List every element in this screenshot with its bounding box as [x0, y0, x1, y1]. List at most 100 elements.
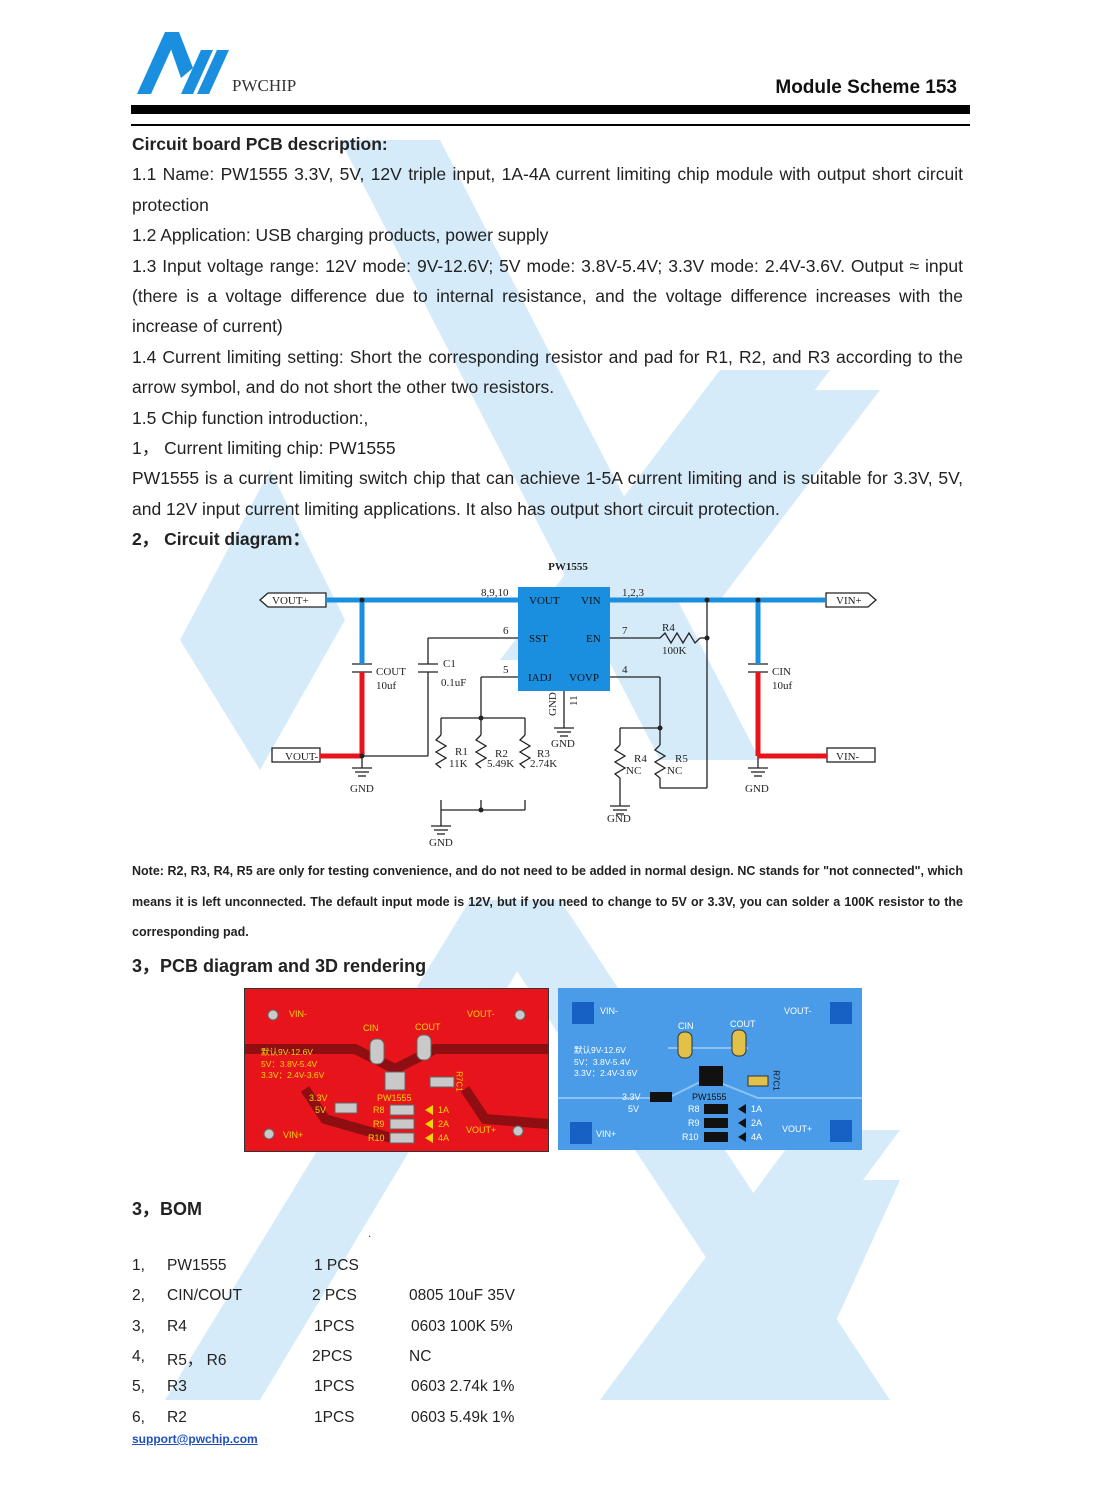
term-vin-pos: VIN+ — [836, 595, 862, 607]
header-divider-thick — [131, 105, 970, 114]
pinnum-en: 7 — [622, 625, 628, 637]
pcb-blue-vout-neg: VOUT- — [784, 1006, 812, 1016]
pcb-blue-chip: PW1555 — [692, 1092, 727, 1102]
circuit-diagram: PW1555 VOUT VIN SST EN IADJ VOVP GND 11 … — [259, 561, 877, 849]
bom-no: 6, — [132, 1409, 145, 1426]
header-divider-thin — [131, 124, 970, 126]
bom-part: R2 — [167, 1409, 187, 1426]
cin-label: CIN — [772, 666, 791, 678]
pcb-top-layer-image: VIN- VOUT- CIN COUT 默认9V-12.6V 5V：3.8V-5… — [244, 988, 549, 1152]
bom-no: 2, — [132, 1287, 145, 1304]
pcb-red-4a: 4A — [438, 1133, 450, 1143]
paragraph-application: 1.2 Application: USB charging products, … — [132, 225, 549, 246]
gnd-label-right: GND — [745, 783, 769, 795]
pcb-blue-vin-neg: VIN- — [600, 1006, 618, 1016]
section-description: Circuit board PCB description: 1.1 Name:… — [132, 129, 963, 555]
bom-part: R3 — [167, 1378, 187, 1395]
gnd-label-chip: GND — [551, 738, 575, 750]
cin-value: 10uf — [772, 680, 793, 692]
pinnum-vout: 8,9,10 — [481, 587, 509, 599]
pin-iadj: IADJ — [528, 672, 553, 684]
r2-value: 5.49K — [487, 758, 514, 770]
gnd-label-left: GND — [350, 783, 374, 795]
pcb-red-cin: CIN — [363, 1023, 379, 1033]
support-email-link[interactable]: support@pwchip.com — [132, 1432, 258, 1446]
pin-sst: SST — [529, 633, 548, 645]
paragraph-chip-desc: PW1555 is a current limiting switch chip… — [132, 468, 963, 519]
paragraph-chip-function: 1.5 Chip function introduction:, — [132, 407, 369, 428]
pwchip-logo-icon — [137, 32, 229, 94]
pcb-blue-s5: 5V — [628, 1104, 640, 1114]
bom-spec: 0805 10uF 35V — [409, 1287, 516, 1304]
page-title: Module Scheme 153 — [775, 77, 957, 98]
pcb-red-r9: R9 — [373, 1119, 385, 1129]
pin-gnd-num: 11 — [568, 695, 580, 706]
bom-part: PW1555 — [167, 1257, 227, 1274]
section-heading-bom: 3，BOM — [132, 1199, 203, 1219]
stray-dot: . — [368, 1226, 372, 1240]
pin-en: EN — [586, 633, 601, 645]
pcb-red-vout-pos: VOUT+ — [466, 1125, 497, 1135]
gnd-label-r1: GND — [429, 837, 453, 849]
bom-no: 3, — [132, 1318, 145, 1335]
c1-value: 0.1uF — [441, 677, 466, 689]
pcb-red-vin-pos: VIN+ — [283, 1130, 304, 1140]
pinnum-vin: 1,2,3 — [622, 587, 645, 599]
bom-spec: 0603 2.74k 1% — [411, 1378, 515, 1395]
r4-top-value: 100K — [662, 645, 687, 657]
r5-value: NC — [667, 765, 682, 777]
pcb-red-cout: COUT — [415, 1022, 441, 1032]
paragraph-name: 1.1 Name: PW1555 3.3V, 5V, 12V triple in… — [132, 164, 963, 215]
pcb-red-s33: 3.3V — [309, 1093, 328, 1103]
pcb-blue-r10: R10 — [682, 1132, 699, 1142]
bom-part: R4 — [167, 1318, 187, 1335]
r5-label: R5 — [675, 753, 688, 765]
paragraph-current-chip: 1， Current limiting chip: PW1555 — [132, 438, 396, 459]
pcb-red-1a: 1A — [438, 1105, 450, 1115]
bom-spec: NC — [409, 1348, 432, 1365]
brand-name: PWCHIP — [232, 76, 297, 95]
bom-spec: 0603 5.49k 1% — [411, 1409, 515, 1426]
paragraph-current-setting: 1.4 Current limiting setting: Short the … — [132, 346, 963, 398]
pcb-red-chip: PW1555 — [377, 1093, 412, 1103]
pcb-red-r10: R10 — [368, 1133, 385, 1143]
pcb-blue-s33: 3.3V — [622, 1092, 641, 1102]
schematic-chip-name: PW1555 — [548, 561, 588, 573]
pcb-blue-vin-pos: VIN+ — [596, 1129, 617, 1139]
pcb-red-s5: 5V — [315, 1105, 327, 1115]
pcb-blue-mode33: 3.3V：2.4V-3.6V — [574, 1068, 638, 1078]
pcb-red-r7c1: R7C1 — [454, 1071, 464, 1092]
pcb-3d-render-image: VIN- VOUT- CIN COUT 默认9V-12.6V 5V：3.8V-5… — [558, 988, 862, 1150]
term-vin-neg: VIN- — [836, 751, 860, 763]
pcb-blue-4a: 4A — [751, 1132, 763, 1142]
r4-top-label: R4 — [662, 622, 675, 634]
pin-vout: VOUT — [529, 595, 560, 607]
gnd-label-r4: GND — [607, 813, 631, 825]
bom-part: R5， R6 — [167, 1352, 227, 1369]
r1-value: 11K — [449, 758, 468, 770]
cout-label: COUT — [376, 666, 406, 678]
pinnum-iadj: 5 — [503, 664, 509, 676]
pcb-blue-mode12: 默认9V-12.6V — [574, 1045, 626, 1055]
bom-qty: 2 PCS — [312, 1287, 357, 1304]
pcb-blue-cin: CIN — [678, 1021, 694, 1031]
bom-qty: 1PCS — [314, 1318, 355, 1335]
pcb-blue-cout: COUT — [730, 1019, 756, 1029]
r4b-value: NC — [626, 765, 641, 777]
bom-qty: 1PCS — [314, 1378, 355, 1395]
bom-no: 4, — [132, 1348, 145, 1365]
pcb-blue-r8: R8 — [688, 1104, 700, 1114]
pcb-blue-1a: 1A — [751, 1104, 763, 1114]
r4b-label: R4 — [634, 753, 647, 765]
pin-vovp: VOVP — [569, 672, 599, 684]
pinnum-sst: 6 — [503, 625, 509, 637]
pcb-blue-2a: 2A — [751, 1118, 763, 1128]
pcb-red-mode12: 默认9V-12.6V — [261, 1047, 313, 1057]
bom-spec: 0603 100K 5% — [411, 1318, 513, 1335]
section-heading-pcb: 3，PCB diagram and 3D rendering — [132, 956, 427, 976]
paragraph-input-range: 1.3 Input voltage range: 12V mode: 9V-12… — [132, 255, 963, 337]
header: PWCHIP Module Scheme 153 — [0, 0, 1109, 130]
c1-label: C1 — [443, 658, 456, 670]
section-heading: Circuit board PCB description: — [132, 134, 388, 154]
pin-vin: VIN — [581, 595, 601, 607]
